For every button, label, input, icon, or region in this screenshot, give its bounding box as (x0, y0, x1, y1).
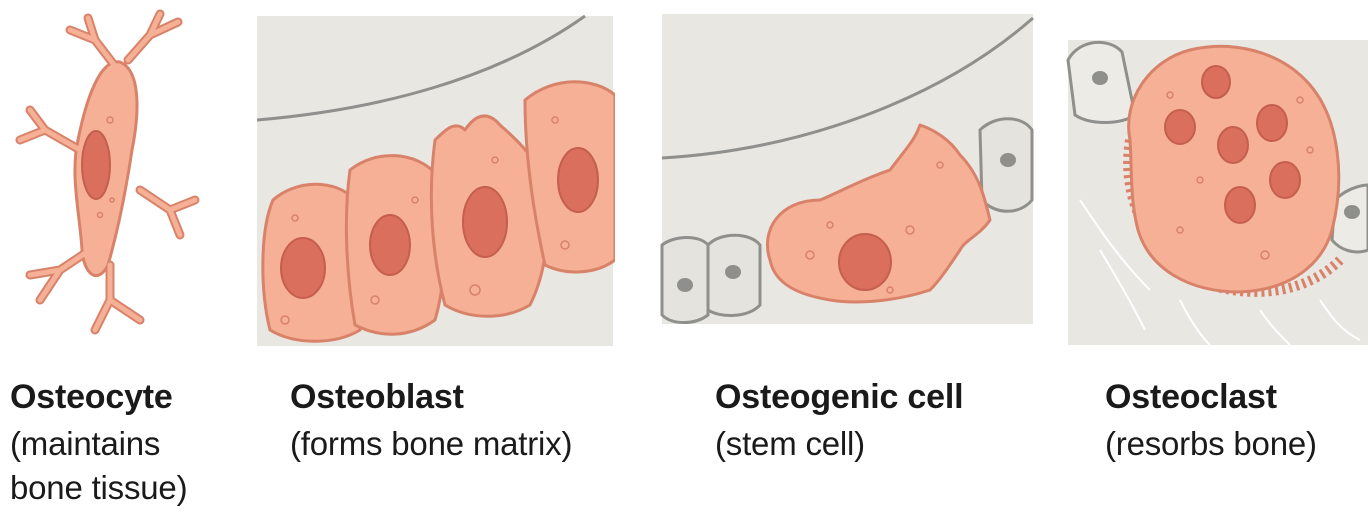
osteoclast-panel: Osteoclast (resorbs bone) (1060, 0, 1368, 527)
osteocyte-illustration (0, 0, 240, 360)
osteocyte-description-line-2: bone tissue) (10, 466, 187, 510)
osteocyte-label: Osteocyte (10, 380, 187, 414)
osteogenic-cell-label: Osteogenic cell (715, 380, 963, 414)
osteogenic-cell-description-line-1: (stem cell) (715, 422, 963, 466)
osteoclast-label: Osteoclast (1105, 380, 1317, 414)
osteocyte-panel: Osteocyte (maintains bone tissue) (0, 0, 240, 527)
osteogenic-cell-illustration (660, 0, 1035, 360)
osteoblast-description-line-1: (forms bone matrix) (290, 422, 572, 466)
osteogenic-cell-panel: Osteogenic cell (stem cell) (660, 0, 1035, 527)
osteoclast-description-line-1: (resorbs bone) (1105, 422, 1317, 466)
osteoblast-panel: Osteoblast (forms bone matrix) (255, 0, 615, 527)
osteoblast-illustration (255, 0, 615, 360)
osteoblast-label: Osteoblast (290, 380, 572, 414)
osteoclast-illustration (1060, 0, 1368, 360)
osteocyte-description-line-1: (maintains (10, 422, 187, 466)
